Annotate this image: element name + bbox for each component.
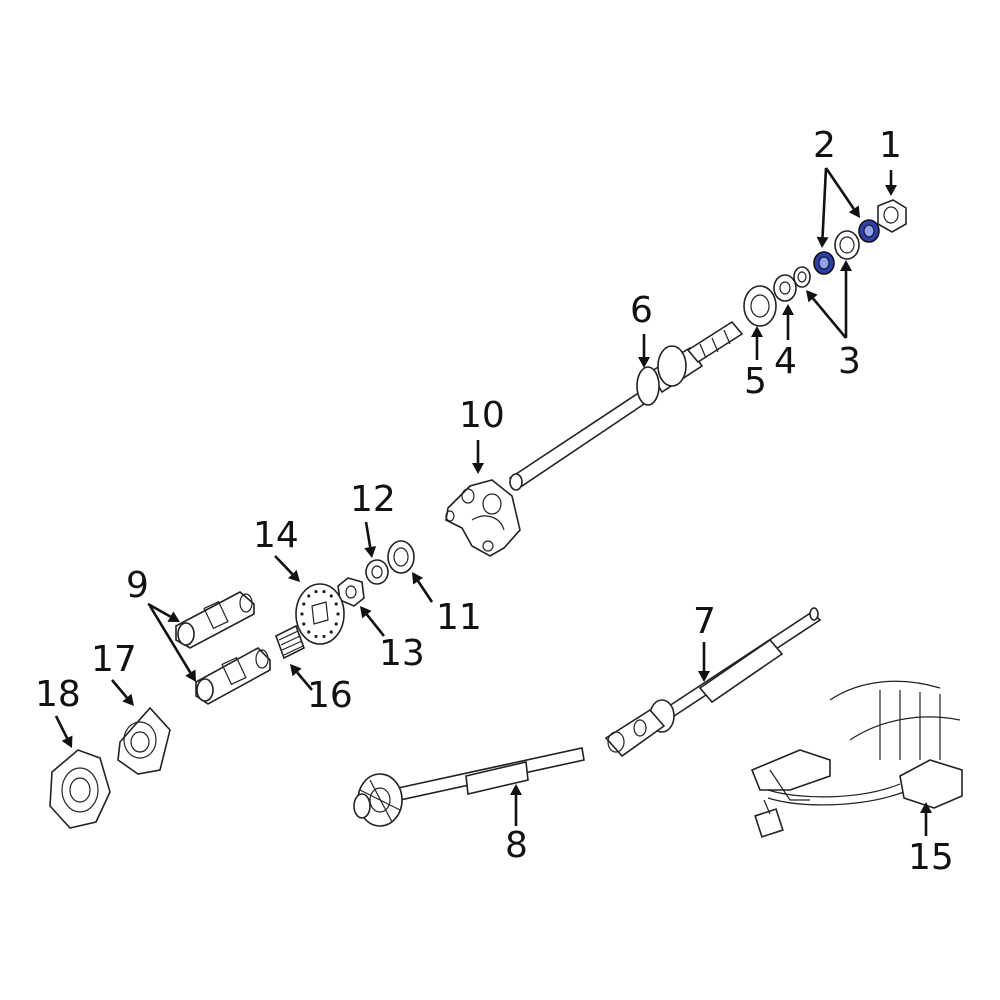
callout-2[interactable]: 2 [813, 125, 836, 166]
arrow-2a-line [821, 167, 828, 238]
arrow-14-head [288, 569, 300, 582]
arrow-2b-line [824, 167, 855, 210]
tone-wheel-hole [307, 630, 311, 634]
part-18-seal-plate[interactable] [49, 749, 111, 829]
tone-wheel-hole [329, 594, 333, 598]
callout-12[interactable]: 12 [350, 479, 396, 520]
part-17-boot[interactable] [117, 706, 171, 775]
part-9-universal-joint[interactable] [175, 591, 271, 705]
arrow-14-line [274, 555, 294, 575]
arrow-12-head [364, 546, 377, 558]
arrow-18-line [54, 715, 69, 739]
callout-8[interactable]: 8 [505, 825, 528, 866]
arrow-11-head [412, 572, 424, 585]
arrow-13-line [365, 613, 386, 637]
arrow-10-head [472, 463, 484, 474]
callout-5[interactable]: 5 [744, 361, 767, 402]
tone-wheel-hole [329, 630, 333, 634]
callout-6[interactable]: 6 [630, 290, 653, 331]
arrow-12-line [364, 521, 372, 548]
callout-7[interactable]: 7 [693, 601, 716, 642]
callout-18[interactable]: 18 [35, 674, 81, 715]
callout-14[interactable]: 14 [253, 515, 299, 556]
arrow-17-line [111, 679, 128, 699]
part-8-lower-shaft[interactable] [353, 747, 585, 827]
callout-16[interactable]: 16 [307, 675, 353, 716]
arrow-11-line [417, 580, 434, 603]
callout-17[interactable]: 17 [91, 639, 137, 680]
part-5-seal[interactable] [743, 285, 777, 327]
tone-wheel-hole [302, 622, 306, 626]
part-2-retaining-ring[interactable] [813, 219, 880, 275]
callout-4[interactable]: 4 [774, 341, 797, 382]
leader-arrows [54, 167, 932, 836]
arrow-4-head [782, 304, 794, 315]
arrow-1-head [885, 185, 897, 196]
tone-wheel-hole [314, 589, 318, 594]
arrow-7-head [698, 671, 710, 682]
part-14-tone-wheel[interactable] [295, 583, 345, 645]
tone-wheel-hole [334, 622, 338, 626]
arrow-16-line [296, 671, 313, 691]
tone-wheel-hole [322, 634, 326, 639]
arrow-3b-head [806, 290, 818, 303]
tone-wheel-hole [300, 612, 304, 616]
part-12-washer[interactable] [365, 559, 389, 585]
callout-1[interactable]: 1 [879, 125, 902, 166]
part-4-washer[interactable] [773, 274, 797, 302]
part-16-spring[interactable] [275, 624, 305, 660]
arrow-2b-head [848, 205, 860, 218]
tone-wheel-hole [322, 589, 326, 594]
callout-3[interactable]: 3 [838, 341, 861, 382]
part-6-upper-shaft[interactable] [508, 320, 744, 491]
callout-9[interactable]: 9 [126, 565, 149, 606]
arrow-3a-head [840, 260, 852, 271]
tone-wheel-hole [334, 602, 338, 606]
arrow-16-head [290, 664, 302, 677]
arrow-13-head [360, 606, 372, 619]
part-15-sensor-assembly[interactable] [750, 680, 963, 838]
arrow-3b-line [812, 297, 847, 339]
arrow-9a-line [147, 602, 172, 618]
arrow-17-head [122, 693, 134, 706]
callout-10[interactable]: 10 [459, 395, 505, 436]
arrow-8-head [510, 784, 522, 795]
callout-11[interactable]: 11 [436, 597, 482, 638]
callout-13[interactable]: 13 [379, 633, 425, 674]
arrow-2a-head [816, 236, 829, 248]
arrow-6-head [638, 357, 650, 368]
arrow-9b-line [148, 605, 192, 674]
part-1-nut[interactable] [877, 199, 907, 233]
tone-wheel-hole [302, 602, 306, 606]
part-7-intermediate-shaft[interactable] [604, 607, 822, 758]
part-3-bearing[interactable] [793, 230, 860, 288]
arrow-18-head [61, 735, 73, 748]
arrow-15-head [920, 802, 932, 813]
tone-wheel-hole [307, 594, 311, 598]
arrow-9a-head [167, 611, 180, 622]
part-11-bushing[interactable] [387, 540, 415, 574]
tone-wheel-hole [314, 634, 318, 639]
arrow-9b-head [185, 669, 196, 682]
arrow-5-head [751, 326, 763, 337]
callout-15[interactable]: 15 [908, 837, 954, 878]
part-10-housing[interactable] [445, 479, 521, 557]
tone-wheel-hole [336, 612, 340, 616]
